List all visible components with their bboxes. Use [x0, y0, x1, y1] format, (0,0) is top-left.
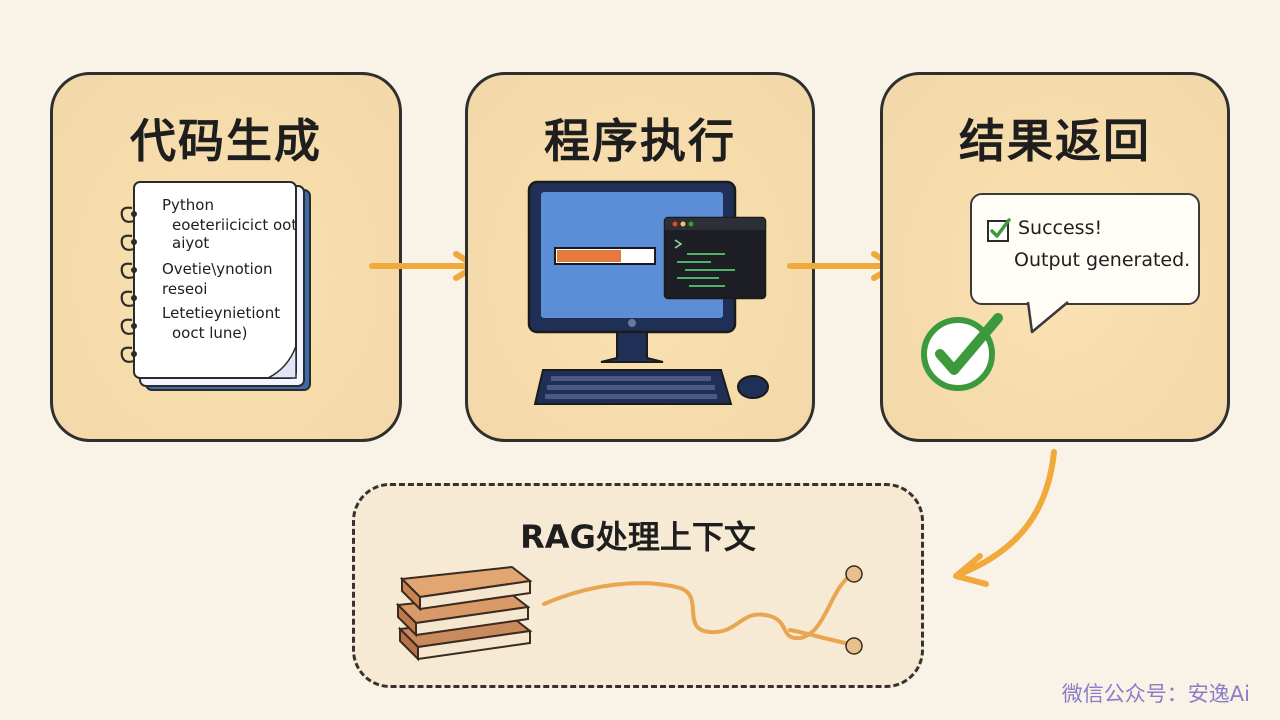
output-generated-text: Output generated.	[1014, 249, 1191, 271]
success-speech-bubble: Success! Output generated.	[970, 193, 1200, 305]
panel-title-result-return: 结果返回	[959, 114, 1151, 168]
books-icon	[395, 565, 533, 662]
notebook-line: reseoi	[162, 280, 208, 298]
notebook-line: ooct lune)	[172, 324, 248, 342]
bubble-tail	[1026, 298, 1069, 334]
watermark-text: 微信公众号：安逸Ai	[1061, 682, 1250, 706]
checkbox-icon	[987, 218, 1011, 242]
success-text: Success!	[1018, 217, 1103, 239]
notebook-line: aiyot	[172, 234, 210, 252]
notebook-icon	[120, 181, 311, 391]
panel-title-program-execution: 程序执行	[544, 114, 736, 168]
notebook-line: eoeteriicicict oot	[172, 216, 298, 234]
notebook-line: Letetieynietiont	[162, 304, 281, 322]
check-circle-icon	[921, 313, 1003, 391]
notebook-line: Ovetie\ynotion	[162, 260, 273, 278]
notebook-line: Python	[162, 196, 214, 214]
panel-title-code-generation: 代码生成	[130, 114, 322, 168]
context-flow-line	[542, 565, 863, 655]
computer-icon	[527, 180, 769, 405]
rag-title: RAG处理上下文	[520, 518, 756, 556]
flow-arrow-curve	[953, 449, 1057, 587]
